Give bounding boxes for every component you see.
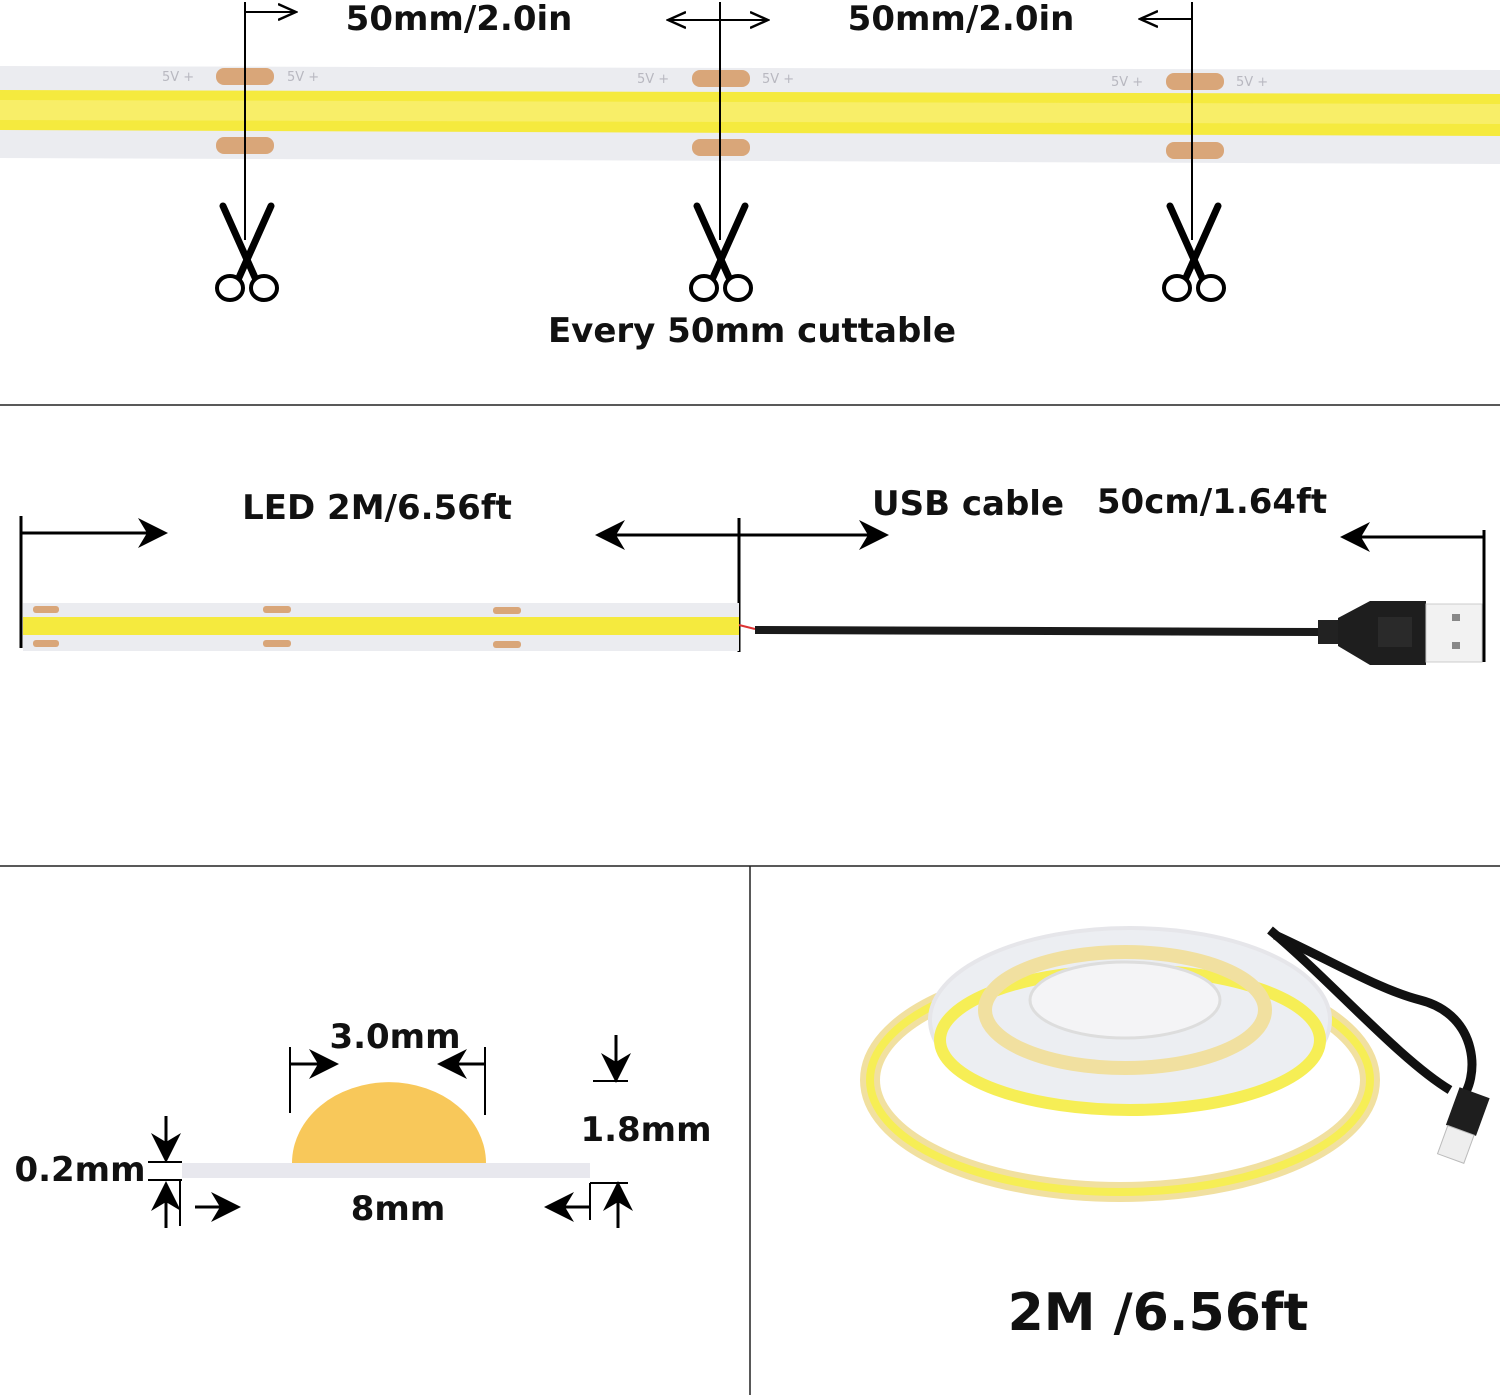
strip-marking: 5V +	[162, 70, 194, 85]
cross-section-diagram: 3.0mm 1.8mm 0.2mm 8mm	[14, 1017, 711, 1229]
strip-marking: 5V +	[1111, 75, 1143, 90]
cut-note: Every 50mm cuttable	[548, 311, 956, 351]
cut-lines	[244, 2, 1193, 240]
phosphor-dome	[292, 1082, 486, 1163]
scissors-icon	[1164, 206, 1224, 300]
led-width-label: 3.0mm	[329, 1017, 460, 1057]
usb-plug-icon	[1318, 601, 1483, 665]
strip-width-label: 8mm	[351, 1189, 446, 1229]
led-length-label: LED 2M/6.56ft	[242, 488, 512, 528]
pcb-base	[182, 1163, 590, 1178]
strip-marking: 5V +	[762, 72, 794, 87]
solder-pad	[1166, 142, 1224, 159]
cob-strip-closeup: 5V + 5V + 5V + 5V + 5V + 5V +	[0, 66, 1500, 164]
height-label: 1.8mm	[580, 1110, 711, 1150]
strip-marking: 5V +	[637, 72, 669, 87]
spacing-label-left: 50mm/2.0in	[346, 0, 573, 39]
led-length-dimension	[19, 516, 1486, 662]
scissors-icon	[217, 206, 277, 300]
reel-length-label: 2M /6.56ft	[1008, 1283, 1309, 1343]
solder-pad	[1166, 73, 1224, 90]
led-strip	[23, 603, 739, 651]
strip-marking: 5V +	[1236, 75, 1268, 90]
usb-length-label: 50cm/1.64ft	[1097, 482, 1327, 522]
usb-cable	[738, 601, 1483, 665]
usb-cable-label: USB cable	[872, 484, 1064, 524]
spacing-label-right: 50mm/2.0in	[848, 0, 1075, 39]
led-reel-photo	[860, 926, 1490, 1202]
strip-marking: 5V +	[287, 70, 319, 85]
pcb-thickness-label: 0.2mm	[14, 1150, 145, 1190]
